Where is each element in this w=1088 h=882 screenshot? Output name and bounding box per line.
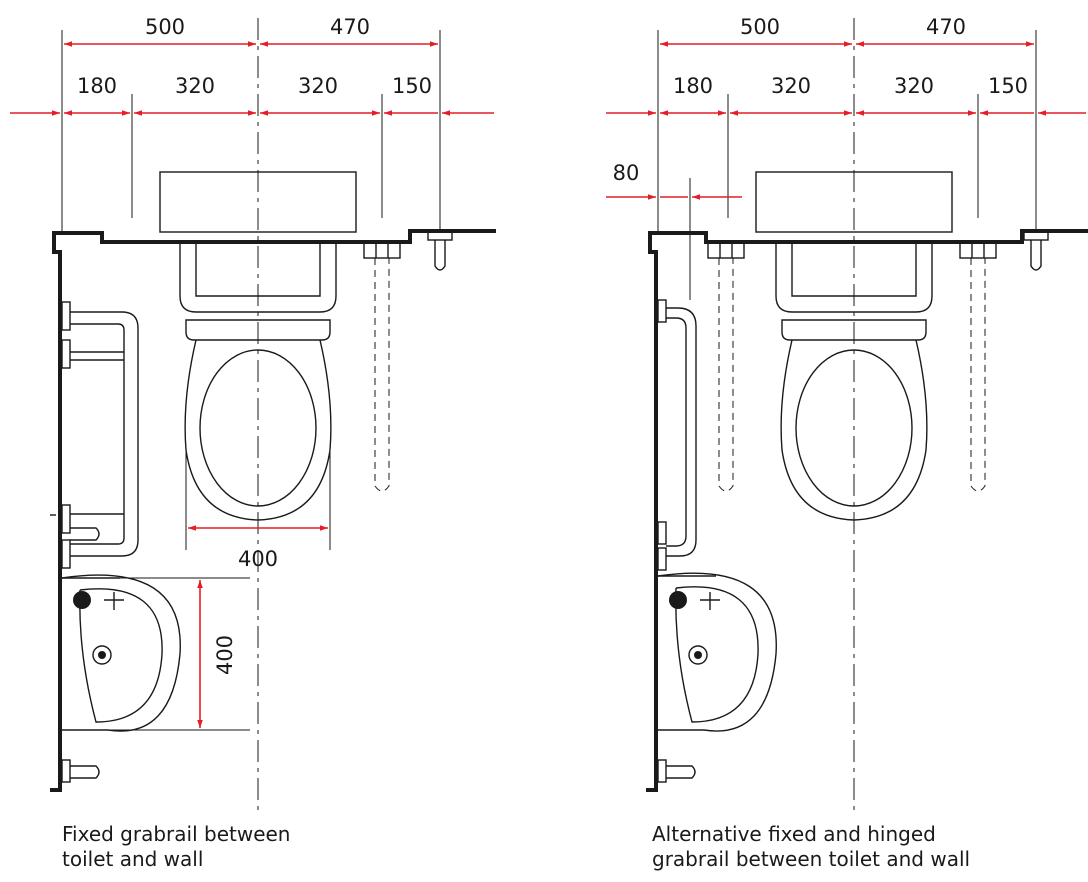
right-diagram: 500 470 180 320 320 150 80 — [606, 15, 1088, 871]
right-dim-180: 180 — [673, 74, 713, 98]
left-dim-470: 470 — [330, 15, 370, 39]
right-dims-second-row: 180 320 320 150 — [606, 74, 1086, 218]
left-dim-400-horizontal-group: 400 — [185, 452, 331, 571]
right-dim-500: 500 — [740, 15, 780, 39]
left-diagram: 500 470 180 320 320 150 — [10, 15, 496, 871]
left-dims-second-row: 180 320 320 150 — [10, 74, 494, 218]
right-dim-320-b: 320 — [894, 74, 934, 98]
right-toilet — [780, 319, 928, 521]
left-dim-320-a: 320 — [175, 74, 215, 98]
left-caption-line-1: Fixed grabrail between — [62, 822, 291, 846]
right-caption-line-1: Alternative fixed and hinged — [652, 822, 936, 846]
left-dims-top-row: 500 470 — [61, 15, 441, 232]
right-back-grab-frame — [775, 243, 933, 313]
left-caption-line-2: toilet and wall — [62, 847, 203, 871]
right-dim-80-group: 80 — [606, 161, 742, 300]
left-wall — [50, 229, 496, 792]
left-dim-400-horizontal: 400 — [238, 547, 278, 571]
right-far-right-bracket — [1023, 231, 1049, 271]
left-toilet — [184, 319, 332, 521]
right-caption-line-2: grabrail between toilet and wall — [652, 847, 970, 871]
left-back-grab-frame — [179, 243, 337, 313]
right-rail-bracket-left — [707, 242, 745, 492]
left-dim-400-vertical: 400 — [213, 635, 237, 675]
left-rail-bracket-right — [363, 242, 401, 492]
left-far-right-bracket — [427, 231, 453, 271]
left-dim-320-b: 320 — [298, 74, 338, 98]
right-dims-top-row: 500 470 — [657, 15, 1037, 232]
left-basin — [61, 574, 181, 732]
right-dim-150: 150 — [988, 74, 1028, 98]
right-dim-80: 80 — [613, 161, 640, 185]
right-wall — [646, 229, 1088, 792]
right-side-grabrail — [657, 299, 697, 571]
right-cistern — [755, 171, 953, 233]
left-bottom-fitting — [61, 759, 100, 783]
left-dim-180: 180 — [77, 74, 117, 98]
right-dim-470: 470 — [926, 15, 966, 39]
right-basin — [657, 572, 777, 732]
left-dim-150: 150 — [392, 74, 432, 98]
left-dim-400-vertical-group: 400 — [108, 577, 250, 731]
right-bottom-fitting — [657, 759, 696, 783]
left-side-grabrail — [61, 301, 139, 569]
right-dim-320-a: 320 — [771, 74, 811, 98]
left-cistern — [159, 171, 357, 233]
right-rail-bracket-right — [959, 242, 997, 492]
left-dim-500: 500 — [145, 15, 185, 39]
